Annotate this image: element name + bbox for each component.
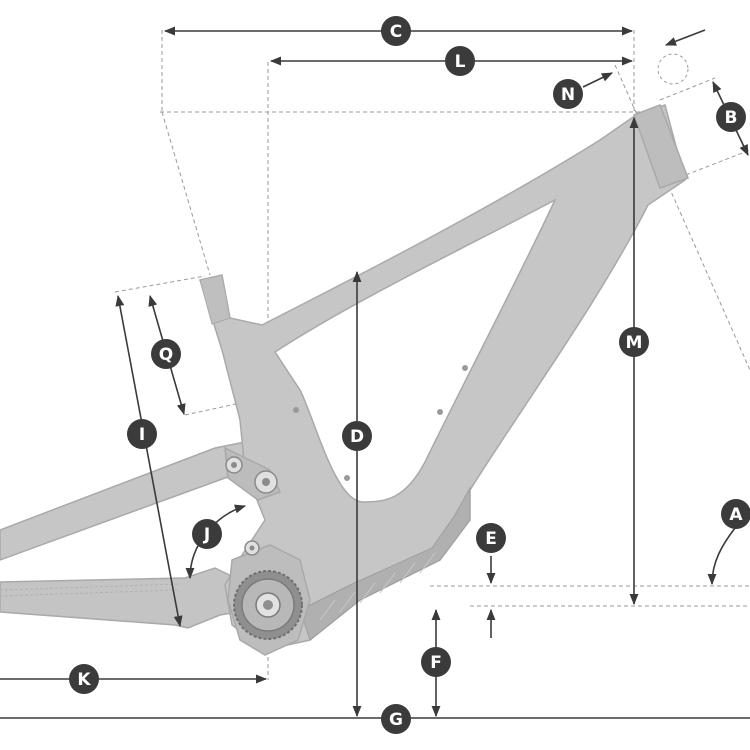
svg-text:E: E — [485, 529, 497, 549]
svg-text:F: F — [430, 653, 442, 673]
svg-text:J: J — [203, 525, 210, 545]
svg-text:A: A — [729, 505, 743, 525]
svg-text:B: B — [725, 108, 738, 128]
svg-text:M: M — [626, 333, 643, 353]
badge-N: N — [553, 79, 583, 109]
badge-B: B — [716, 102, 746, 132]
dim-line-N2 — [664, 29, 706, 46]
svg-text:L: L — [455, 52, 466, 72]
badge-Q: Q — [151, 339, 181, 369]
bike-frame — [0, 104, 689, 656]
badge-C: C — [381, 16, 411, 46]
badge-F: F — [421, 647, 451, 677]
badge-M: M — [619, 327, 649, 357]
svg-text:K: K — [77, 670, 91, 690]
frame-opening — [273, 198, 557, 503]
badge-G: G — [381, 704, 411, 734]
head-tube-reference-circle — [657, 53, 689, 85]
svg-text:N: N — [561, 85, 575, 105]
badge-L: L — [445, 46, 475, 76]
badge-J: J — [192, 519, 222, 549]
svg-text:C: C — [390, 22, 402, 42]
battery-cover-texture — [319, 552, 436, 621]
dim-line-N — [582, 72, 614, 88]
seat-tube-top — [199, 274, 231, 325]
badge-E: E — [476, 523, 506, 553]
svg-text:D: D — [350, 427, 364, 447]
svg-text:I: I — [139, 425, 145, 445]
dim-line-I — [115, 294, 183, 628]
svg-text:Q: Q — [159, 345, 173, 365]
chainring — [233, 570, 303, 640]
badge-A: A — [721, 499, 750, 529]
badge-K: K — [69, 664, 99, 694]
badge-D: D — [342, 421, 372, 451]
dim-arc-A — [707, 527, 736, 586]
svg-text:G: G — [389, 710, 403, 730]
badge-I: I — [127, 419, 157, 449]
battery-cover — [299, 486, 471, 641]
chain-stay — [0, 567, 251, 629]
head-tube — [633, 104, 689, 189]
